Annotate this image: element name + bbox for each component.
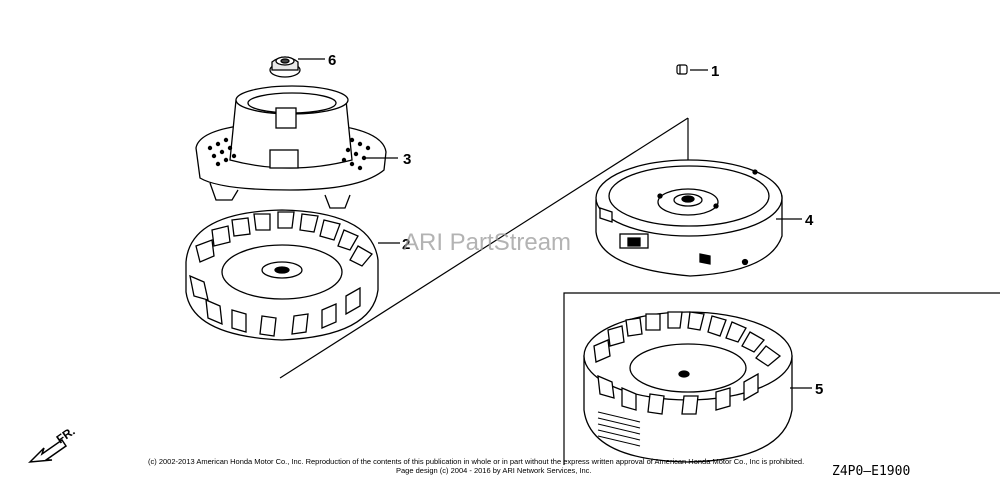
leader-lines	[298, 58, 812, 389]
front-direction-arrow-icon	[28, 438, 68, 463]
copyright-line-1: (c) 2002-2013 American Honda Motor Co., …	[148, 457, 804, 466]
callout-5[interactable]: 5	[815, 381, 823, 398]
callout-2[interactable]: 2	[402, 236, 410, 253]
callout-1[interactable]: 1	[711, 63, 719, 80]
watermark: ARI PartStream	[403, 229, 571, 256]
part-4-flywheel[interactable]	[595, 159, 783, 277]
callout-6[interactable]: 6	[328, 52, 336, 69]
part-1-key[interactable]	[676, 64, 688, 75]
diagram-code: Z4P0—E1900	[832, 464, 910, 479]
part-6-nut[interactable]	[269, 56, 301, 78]
part-5-cooling-fan[interactable]	[583, 311, 793, 463]
copyright-line-2: Page design (c) 2004 - 2016 by ARI Netwo…	[396, 466, 592, 475]
part-2-cooling-fan[interactable]	[185, 209, 379, 341]
separator-lines	[279, 117, 1000, 465]
callout-3[interactable]: 3	[403, 151, 411, 168]
callout-4[interactable]: 4	[805, 212, 814, 229]
part-3-starter-pulley[interactable]	[195, 85, 387, 209]
